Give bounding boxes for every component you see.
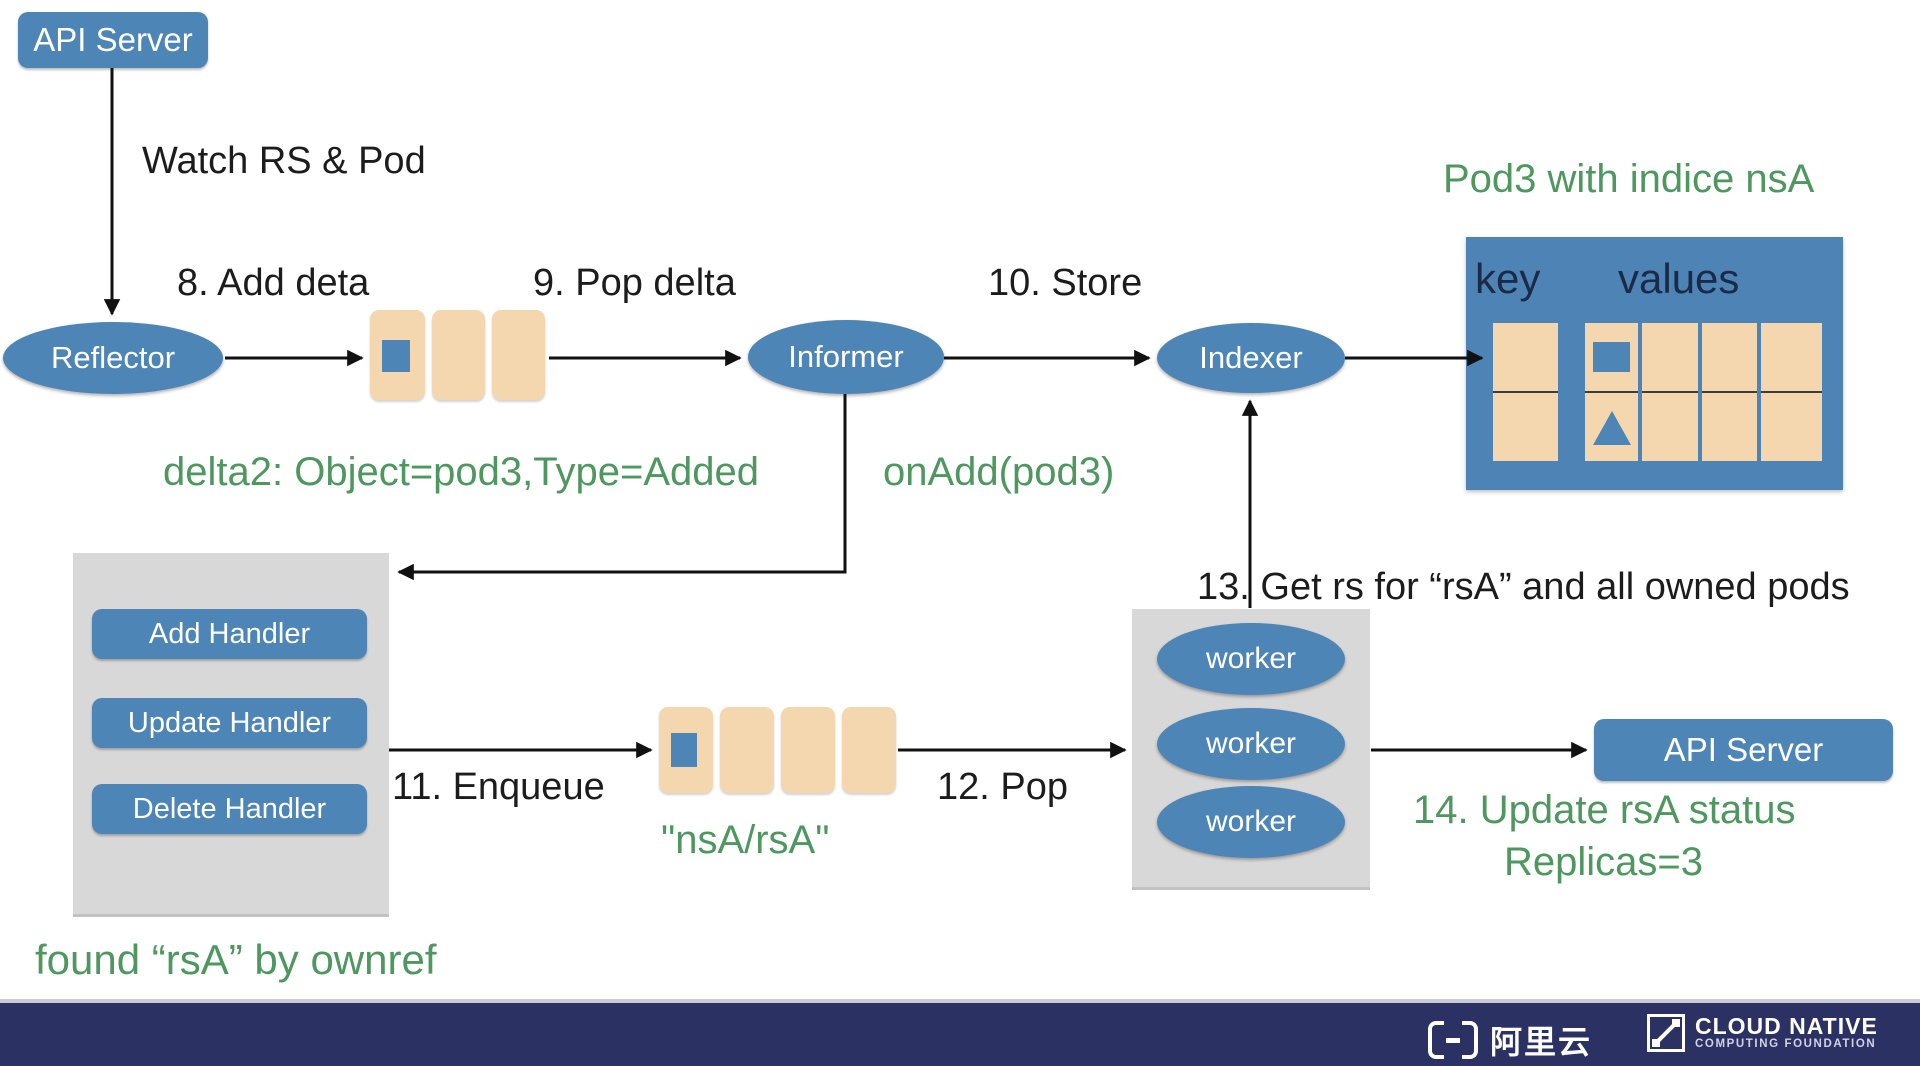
nsa-rsa-label: "nsA/rsA" bbox=[661, 818, 830, 862]
value-cell-r2c4 bbox=[1761, 393, 1822, 461]
step13-label: 13. Get rs for “rsA” and all owned pods bbox=[1197, 566, 1850, 608]
update-handler-node: Update Handler bbox=[92, 698, 367, 748]
worker-node-3: worker bbox=[1157, 786, 1345, 858]
delta2-label: delta2: Object=pod3,Type=Added bbox=[163, 450, 760, 494]
value-cell-r2c1 bbox=[1585, 393, 1638, 461]
found-rsa-label: found “rsA” by ownref bbox=[35, 936, 437, 983]
reflector-node: Reflector bbox=[3, 322, 223, 394]
pod3-indice-label: Pod3 with indice nsA bbox=[1443, 157, 1815, 201]
key-marker-square-icon bbox=[671, 733, 697, 767]
step14-line1-label: 14. Update rsA status bbox=[1413, 788, 1796, 832]
step14-line2-label: Replicas=3 bbox=[1504, 840, 1704, 884]
api-server-right-node: API Server bbox=[1594, 719, 1893, 781]
cncf-mark-icon bbox=[1647, 1014, 1685, 1052]
step10-label: 10. Store bbox=[988, 262, 1143, 304]
delta-queue-cell-2 bbox=[432, 310, 485, 400]
step9-label: 9. Pop delta bbox=[533, 262, 736, 304]
step8-label: 8. Add deta bbox=[177, 262, 370, 304]
work-queue-cell-3 bbox=[781, 707, 835, 793]
delta-queue-cell-3 bbox=[492, 310, 545, 400]
watch-label: Watch RS & Pod bbox=[142, 140, 426, 182]
cncf-logo-line1: CLOUD NATIVE bbox=[1695, 1013, 1878, 1039]
work-queue-cell-4 bbox=[842, 707, 896, 793]
step11-label: 11. Enqueue bbox=[392, 766, 605, 808]
value-cell-r1c4 bbox=[1761, 323, 1822, 393]
worker-node-1: worker bbox=[1157, 623, 1345, 695]
table-values-header: values bbox=[1618, 255, 1740, 302]
cncf-logo: CLOUD NATIVE COMPUTING FOUNDATION bbox=[1647, 1014, 1878, 1052]
value-cell-r2c2 bbox=[1642, 393, 1698, 461]
key-cell-row2 bbox=[1493, 393, 1558, 461]
pod-marker-triangle-icon bbox=[1593, 411, 1631, 445]
alibaba-dash-icon bbox=[1446, 1037, 1460, 1043]
footer-bar: 阿里云 CLOUD NATIVE COMPUTING FOUNDATION bbox=[0, 1003, 1920, 1066]
indexer-node: Indexer bbox=[1157, 323, 1345, 393]
alibaba-bracket-left-icon bbox=[1428, 1021, 1444, 1059]
value-cell-r1c3 bbox=[1702, 323, 1757, 393]
step12-label: 12. Pop bbox=[937, 766, 1068, 808]
alibaba-bracket-right-icon bbox=[1462, 1021, 1478, 1059]
work-queue-cell-2 bbox=[720, 707, 774, 793]
informer-node: Informer bbox=[748, 320, 944, 394]
pod-marker-square-icon bbox=[382, 340, 410, 372]
value-cell-r1c1 bbox=[1585, 323, 1638, 393]
pod-marker-square-icon bbox=[1593, 342, 1630, 372]
onadd-label: onAdd(pod3) bbox=[883, 450, 1115, 494]
key-cell-row1 bbox=[1493, 323, 1558, 393]
indexer-store-table: key values bbox=[1466, 237, 1843, 490]
footer-divider bbox=[0, 999, 1920, 1003]
delete-handler-node: Delete Handler bbox=[92, 784, 367, 834]
alibaba-cloud-logo: 阿里云 bbox=[1428, 1017, 1592, 1063]
worker-node-2: worker bbox=[1157, 708, 1345, 780]
table-key-header: key bbox=[1475, 255, 1541, 302]
cncf-logo-line2: COMPUTING FOUNDATION bbox=[1695, 1038, 1877, 1050]
api-server-top-node: API Server bbox=[18, 12, 208, 68]
delta-queue-cell-1 bbox=[370, 310, 425, 400]
alibaba-logo-text: 阿里云 bbox=[1490, 1024, 1593, 1060]
work-queue-cell-1 bbox=[659, 707, 713, 793]
value-cell-r2c3 bbox=[1702, 393, 1757, 461]
add-handler-node: Add Handler bbox=[92, 609, 367, 659]
value-cell-r1c2 bbox=[1642, 323, 1698, 393]
